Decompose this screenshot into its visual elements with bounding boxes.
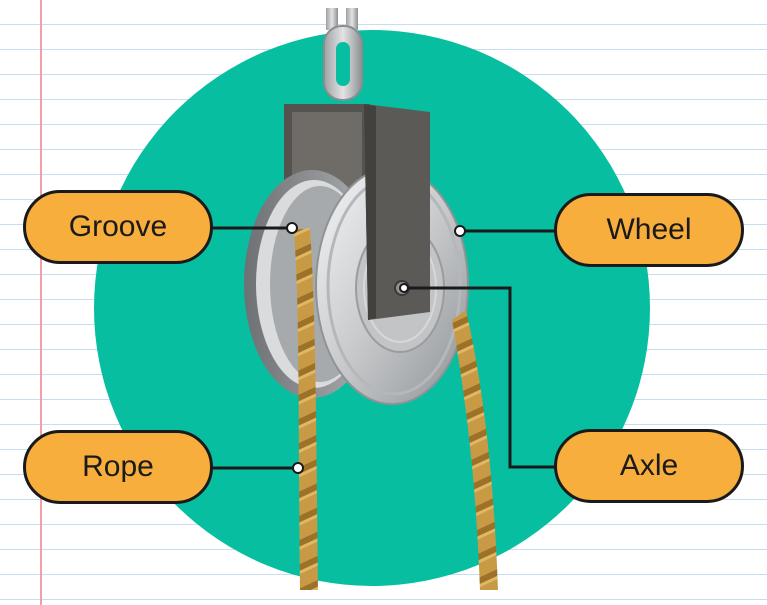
label-axle: Axle: [554, 429, 744, 503]
pulley-frame-front: [364, 104, 430, 320]
notebook-margin-line: [40, 0, 42, 605]
label-wheel: Wheel: [554, 193, 744, 267]
connector-dots: [286, 222, 466, 474]
rope-right: [452, 310, 498, 590]
label-rope: Rope: [23, 430, 213, 504]
hook-chain: [323, 8, 363, 101]
rope-left: [294, 228, 318, 590]
label-groove: Groove: [23, 190, 213, 264]
connector-lines: [212, 226, 556, 470]
